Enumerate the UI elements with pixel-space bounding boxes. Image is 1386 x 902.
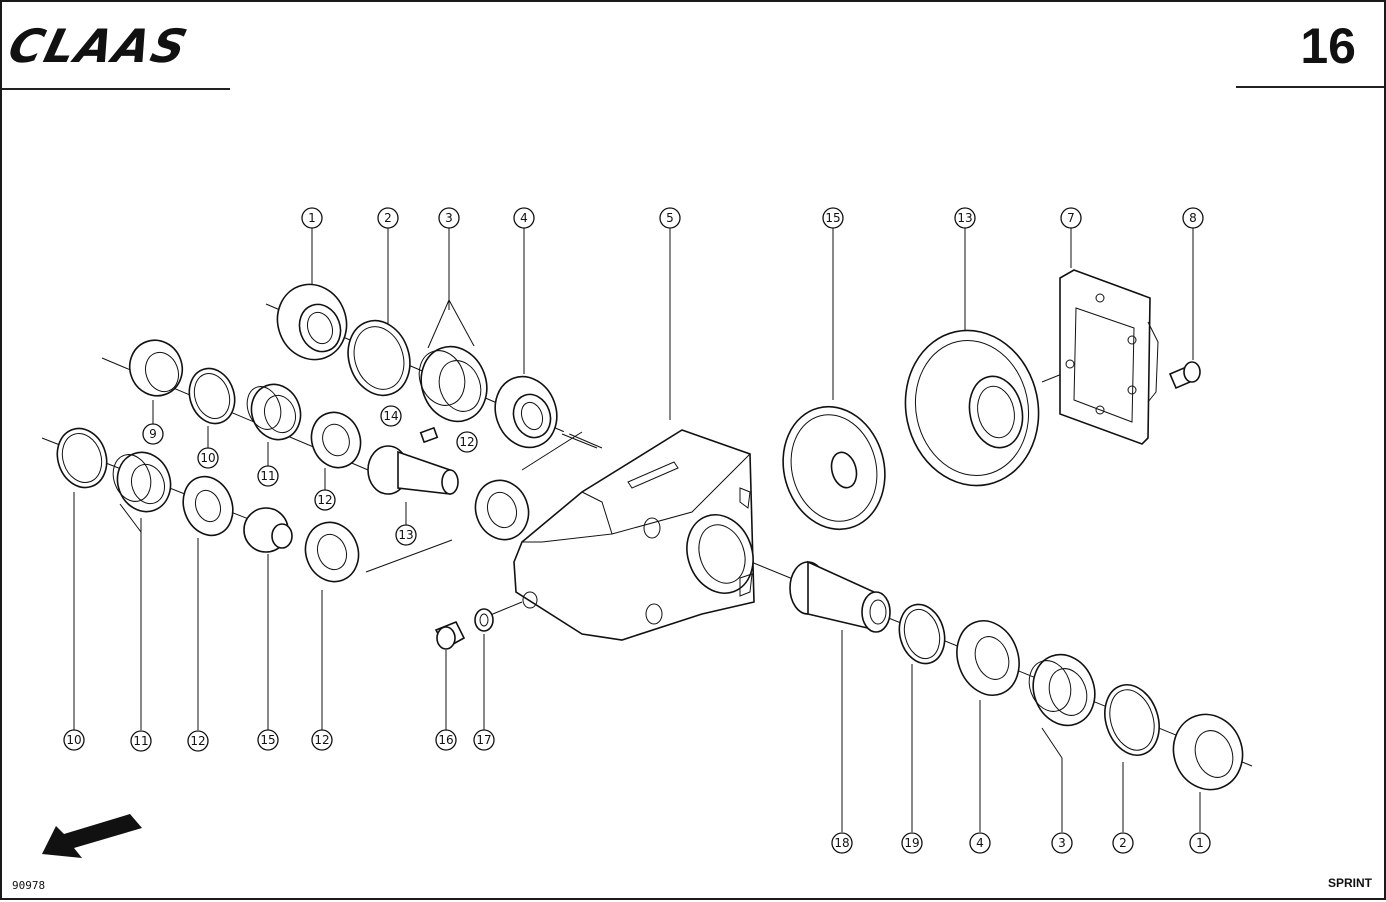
svg-text:15: 15: [825, 211, 840, 225]
svg-text:2: 2: [1119, 836, 1127, 850]
svg-text:7: 7: [1067, 211, 1075, 225]
callout-18: 18: [831, 832, 853, 854]
gear-13-large: [904, 329, 1040, 487]
svg-text:18: 18: [834, 836, 849, 850]
svg-text:8: 8: [1189, 211, 1197, 225]
header-rule-left: [2, 88, 230, 90]
callout-19: 19: [901, 832, 923, 854]
bearing-12-bot-b: [304, 521, 360, 583]
bearing-12-bot-a: [182, 475, 234, 537]
callout-12-mid: 12: [314, 489, 336, 511]
bearing-12-mid: [310, 411, 362, 469]
callout-14: 14: [380, 405, 402, 427]
svg-text:12: 12: [190, 734, 205, 748]
svg-text:12: 12: [317, 493, 332, 507]
header-rule-right: [1236, 86, 1384, 88]
bearing-4-bot: [956, 620, 1020, 696]
svg-text:10: 10: [66, 733, 81, 747]
callout-12-bot-b: 12: [311, 729, 333, 751]
callout-7-top: 7: [1060, 207, 1082, 229]
seal-3-top: [418, 345, 488, 423]
svg-text:1: 1: [308, 211, 316, 225]
svg-text:15: 15: [260, 733, 275, 747]
seal-11-mid: [246, 383, 302, 441]
bearing-1-bot: [1172, 713, 1244, 791]
callout-9: 9: [142, 423, 164, 445]
document-id: 90978: [12, 879, 46, 892]
svg-text:4: 4: [520, 211, 528, 225]
svg-text:17: 17: [476, 733, 491, 747]
svg-text:12: 12: [314, 733, 329, 747]
callout-3-top: 3: [438, 207, 460, 229]
callout-2-top: 2: [377, 207, 399, 229]
callout-1-bot: 1: [1189, 832, 1211, 854]
svg-text:13: 13: [398, 528, 413, 542]
svg-text:10: 10: [200, 451, 215, 465]
callout-10-bot: 10: [63, 729, 85, 751]
pinion-shaft-13: [367, 445, 459, 495]
callout-12-bot-a: 12: [187, 730, 209, 752]
snap-ring-2-bot: [1104, 684, 1160, 756]
callout-5-top: 5: [659, 207, 681, 229]
svg-text:11: 11: [260, 469, 275, 483]
callout-10-mid: 10: [197, 447, 219, 469]
svg-text:19: 19: [904, 836, 919, 850]
callout-13-mid: 13: [395, 524, 417, 546]
svg-text:2: 2: [384, 211, 392, 225]
svg-text:14: 14: [383, 409, 398, 423]
callout-17: 17: [473, 729, 495, 751]
callout-1-top: 1: [301, 207, 323, 229]
svg-text:3: 3: [445, 211, 453, 225]
washer-17: [474, 608, 494, 632]
snap-ring-19: [898, 603, 946, 665]
seal-3-bot: [1028, 653, 1096, 727]
bearing-12-upper: [474, 479, 530, 541]
svg-text:1: 1: [1196, 836, 1204, 850]
snap-ring-10-bot: [56, 427, 108, 489]
callout-3-bot: 3: [1051, 832, 1073, 854]
gear-15-top: [782, 405, 886, 531]
splined-shaft-18: [789, 560, 891, 633]
callout-11-bot: 11: [130, 730, 152, 752]
snap-ring-2-top: [347, 319, 411, 397]
callout-4-top: 4: [513, 207, 535, 229]
callout-13-top: 13: [954, 207, 976, 229]
pinion-15-bot: [243, 507, 293, 553]
callout-16: 16: [435, 729, 457, 751]
svg-text:5: 5: [666, 211, 674, 225]
key-14: [419, 426, 439, 444]
model-name: SPRINT: [1327, 876, 1372, 890]
seal-11-bot: [112, 451, 172, 513]
svg-text:16: 16: [438, 733, 453, 747]
callout-2-bot: 2: [1112, 832, 1134, 854]
bolt-8: [1168, 361, 1201, 390]
callout-15-top: 15: [822, 207, 844, 229]
page-number: 16: [1300, 18, 1356, 74]
callout-4-bot: 4: [969, 832, 991, 854]
svg-text:12: 12: [459, 435, 474, 449]
gear-housing-5: [513, 429, 755, 641]
callout-8-top: 8: [1182, 207, 1204, 229]
callout-12-upper: 12: [456, 431, 478, 453]
svg-text:3: 3: [1058, 836, 1066, 850]
svg-text:13: 13: [957, 211, 972, 225]
callout-15-bot: 15: [257, 729, 279, 751]
spacer-9: [128, 339, 184, 397]
svg-text:9: 9: [149, 427, 157, 441]
drain-plug-16: [434, 620, 466, 650]
bearing-4-top: [494, 375, 558, 449]
callout-11-mid: 11: [257, 465, 279, 487]
svg-text:11: 11: [133, 734, 148, 748]
svg-text:4: 4: [976, 836, 984, 850]
snap-ring-10-mid: [188, 367, 236, 425]
bearing-1-top: [276, 283, 348, 361]
direction-arrow-icon: [42, 814, 142, 858]
cover-plate-7: [1059, 269, 1159, 445]
